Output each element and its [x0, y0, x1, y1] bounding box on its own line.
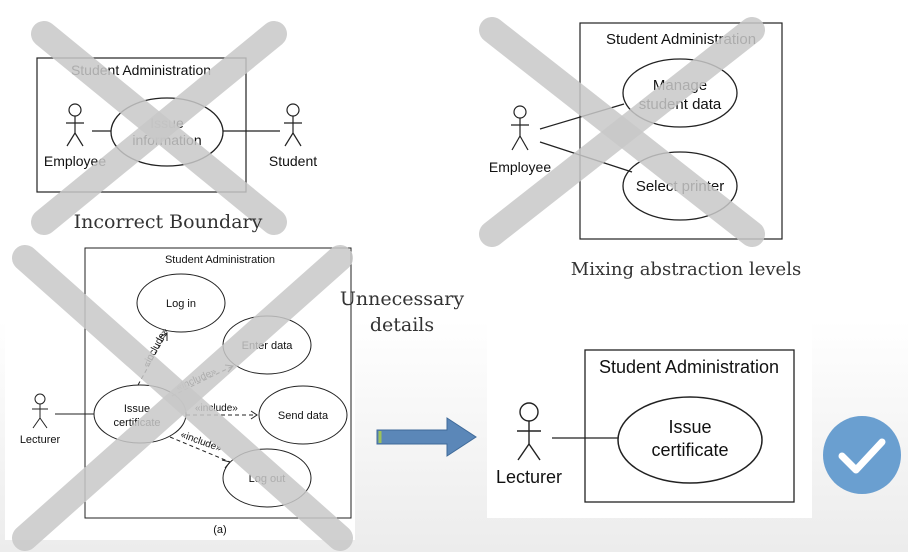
use-case-log-in — [136, 273, 226, 333]
diagram-correct: Student Administration Issue certificate… — [487, 322, 812, 518]
actor-lecturer-icon — [32, 393, 48, 429]
cross-mark-icon — [12, 245, 353, 551]
caption-unnecessary-line1: Unnecessary — [340, 288, 465, 310]
actor-lecturer-icon — [517, 402, 541, 461]
diagram-unnecessary-details: Student Administration Log in Enter data… — [5, 240, 465, 551]
system-boundary — [36, 57, 247, 193]
right-arrow-icon — [376, 417, 477, 457]
actor-student-icon — [284, 103, 302, 147]
diagram-mixing-abstraction: Student Administration Manage student da… — [479, 17, 801, 280]
cross-mark-icon — [31, 21, 287, 235]
caption-incorrect-boundary: Incorrect Boundary — [74, 211, 263, 233]
caption-unnecessary-line2: details — [370, 314, 434, 336]
actor-label-student: Student — [269, 153, 317, 169]
actor-label-lecturer: Lecturer — [496, 467, 562, 487]
include-label: «include» — [195, 403, 238, 414]
actor-employee-icon — [511, 105, 529, 151]
system-title: Student Administration — [599, 357, 779, 377]
cross-mark-icon — [479, 17, 765, 247]
actor-employee-icon — [66, 103, 84, 147]
system-boundary — [84, 247, 352, 519]
system-title: Student Administration — [165, 254, 275, 266]
use-case-send-data — [258, 385, 348, 445]
use-case-label-line1: Issue — [668, 417, 711, 437]
actor-label-employee: Employee — [44, 153, 106, 169]
use-case-label-line1: Issue — [124, 403, 150, 415]
actor-label-lecturer: Lecturer — [20, 434, 61, 446]
diagram-incorrect-boundary: Student Administration Issue information… — [31, 21, 317, 235]
system-boundary — [579, 22, 783, 240]
figure-sublabel: (a) — [213, 524, 226, 536]
use-case-label: Log in — [166, 298, 196, 310]
actor-label-employee: Employee — [489, 159, 551, 175]
use-case-label: Send data — [278, 410, 329, 422]
system-boundary — [584, 349, 795, 503]
caption-mixing-abstraction: Mixing abstraction levels — [571, 259, 801, 280]
use-case-label-line2: certificate — [651, 440, 728, 460]
use-case-issue-certificate — [617, 396, 763, 484]
checkmark-icon — [823, 416, 901, 494]
